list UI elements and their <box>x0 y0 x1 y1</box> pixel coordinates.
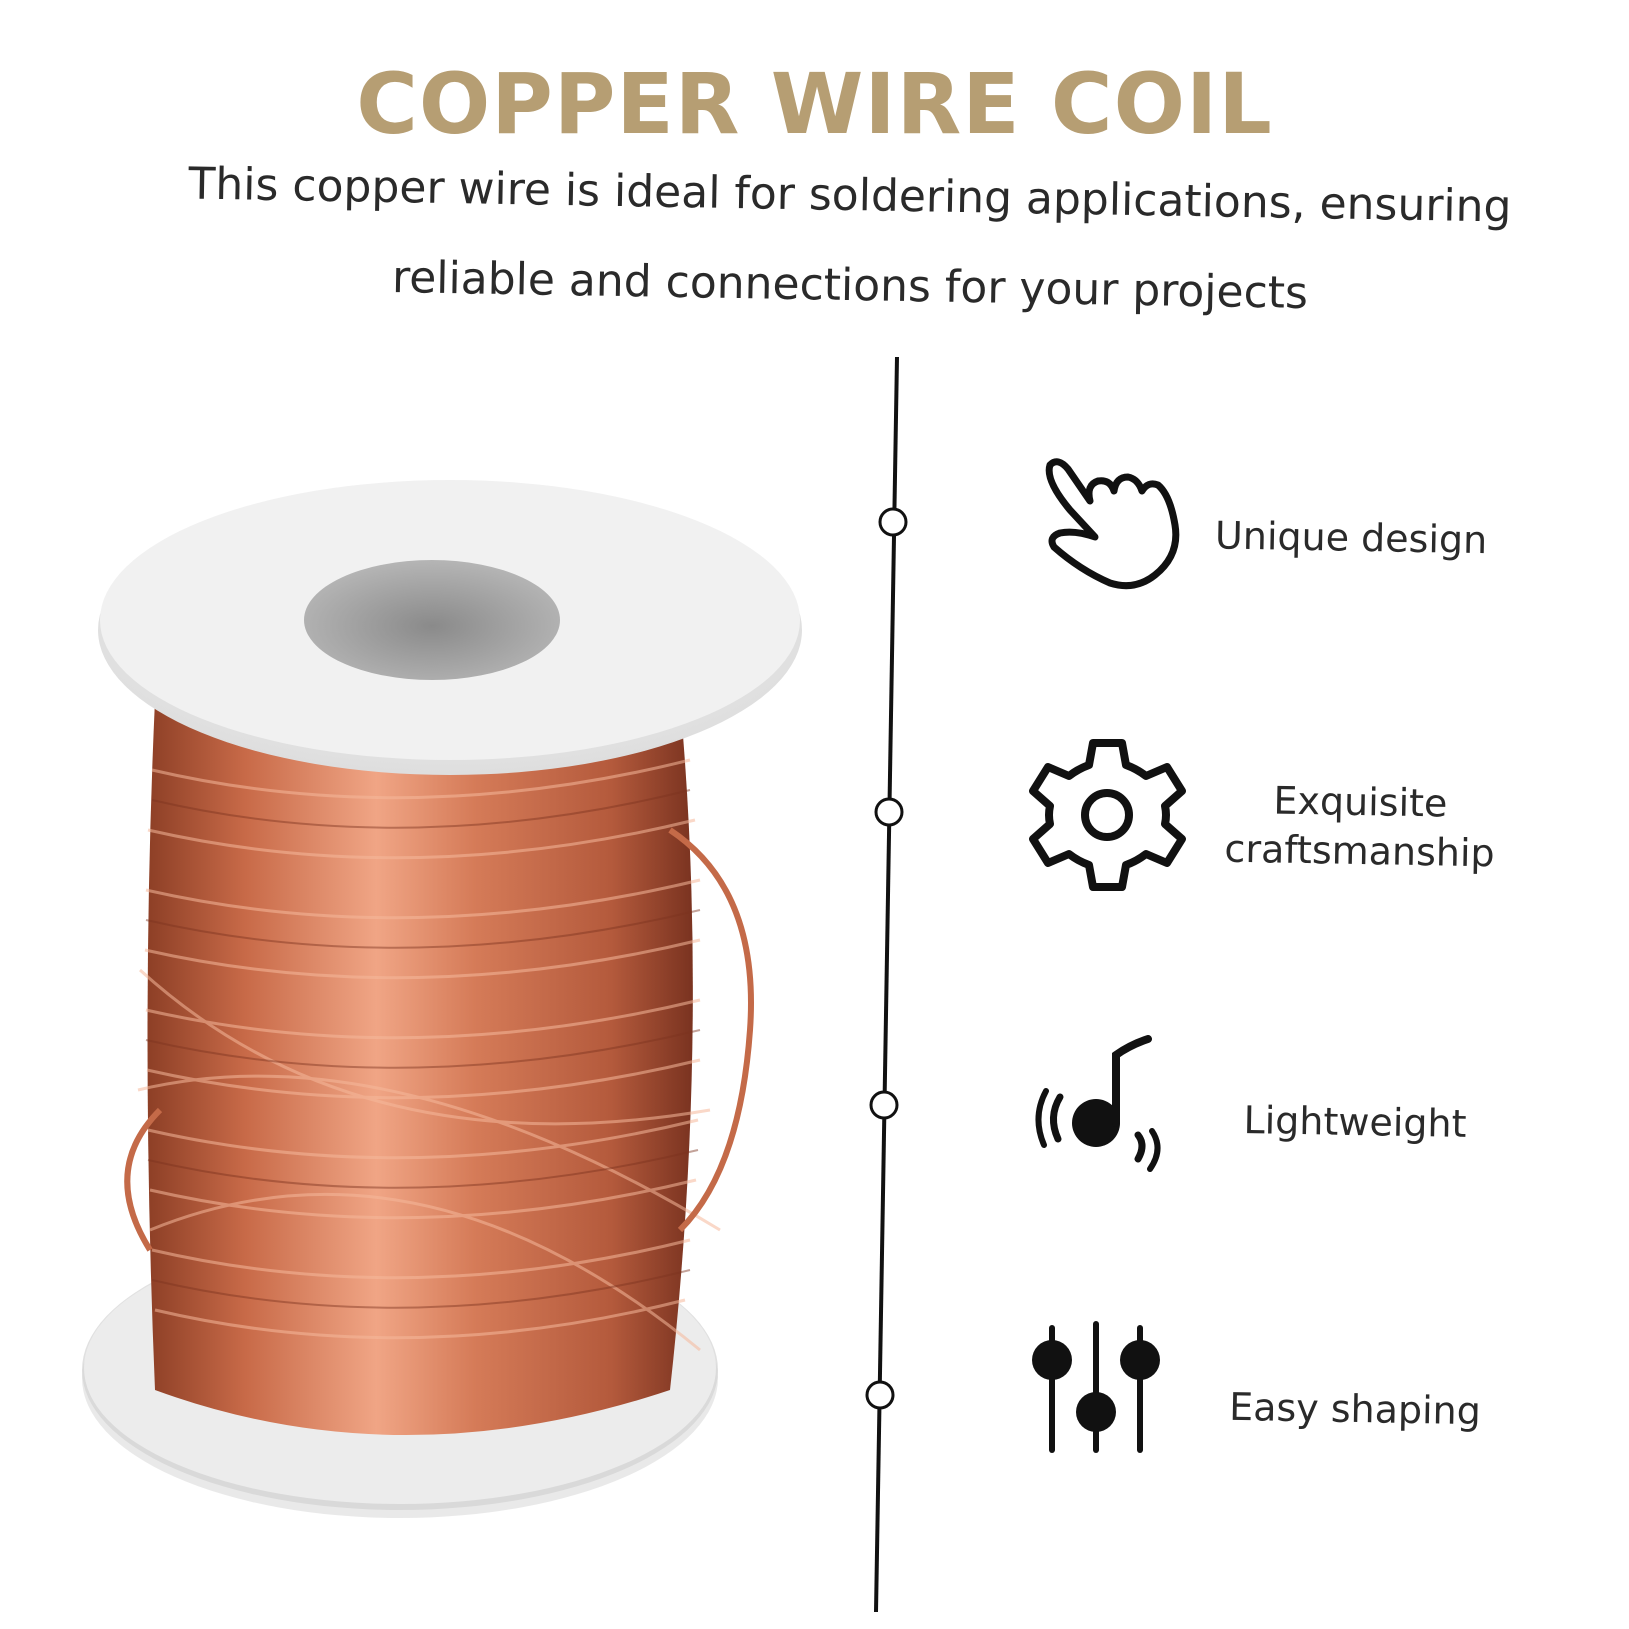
feature-label-line-1: Exquisite <box>1273 778 1448 826</box>
timeline-node-3 <box>869 1090 899 1120</box>
page-title: COPPER WIRE COIL <box>356 55 1273 153</box>
sliders-icon <box>1032 1321 1160 1453</box>
gear-icon <box>1029 739 1186 891</box>
feature-label-lightweight: Lightweight <box>1243 1098 1467 1146</box>
copper-wire-spool-image <box>82 480 802 1518</box>
feature-label-easy-shaping: Easy shaping <box>1228 1384 1482 1434</box>
timeline-node-1 <box>878 507 908 537</box>
feature-label-exquisite-craftsmanship: Exquisite craftsmanship <box>1204 775 1516 879</box>
feature-label-unique-design: Unique design <box>1214 513 1488 563</box>
timeline-node-2 <box>874 797 904 827</box>
hand-pointer-icon <box>1045 458 1180 590</box>
music-note-icon <box>1035 1035 1161 1172</box>
feature-label-line-2: craftsmanship <box>1224 827 1496 876</box>
timeline-node-4 <box>865 1380 895 1410</box>
